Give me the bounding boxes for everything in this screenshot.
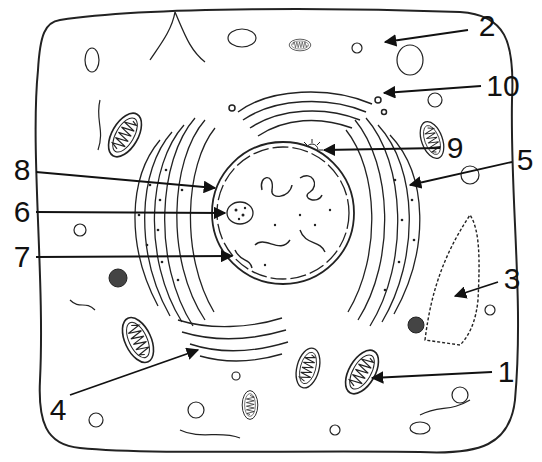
callout-number: 7 [14, 242, 31, 272]
callout-number: 3 [504, 264, 521, 294]
callout-number: 1 [498, 357, 515, 387]
callout-number: 2 [479, 11, 496, 41]
leader-line [36, 30, 512, 395]
callout-number: 8 [14, 155, 31, 185]
callout-number: 5 [517, 145, 534, 175]
callout-number: 9 [447, 133, 464, 163]
callout-number: 10 [486, 71, 519, 101]
callout-number: 4 [50, 395, 67, 425]
callout-number: 6 [14, 197, 31, 227]
